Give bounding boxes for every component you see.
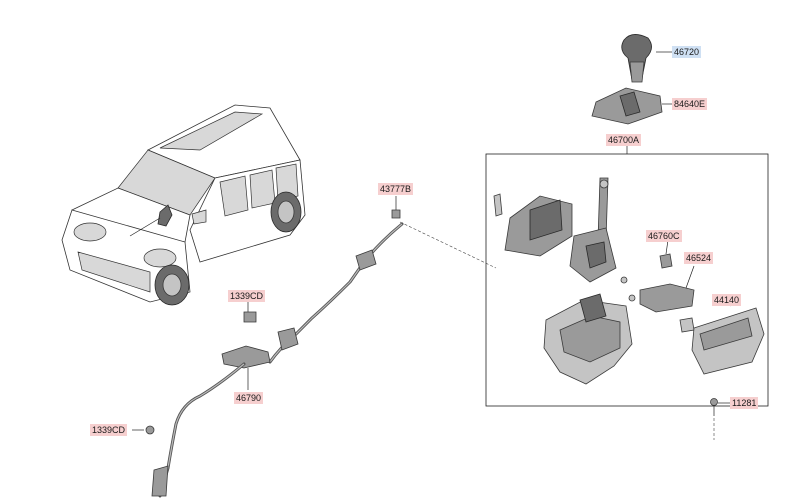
callout-46790[interactable]: 46790 <box>234 392 264 404</box>
shift-boot-part <box>591 87 672 125</box>
bolt-11281 <box>710 398 730 440</box>
shift-cable <box>151 222 404 498</box>
callout-46700A[interactable]: 46700A <box>606 134 642 146</box>
shift-knob-part <box>621 34 672 83</box>
callout-44140[interactable]: 44140 <box>712 294 742 306</box>
callout-46524[interactable]: 46524 <box>684 252 714 264</box>
callout-84640E[interactable]: 84640E <box>672 98 708 110</box>
detent-parts <box>620 239 695 333</box>
callout-43777B[interactable]: 43777B <box>378 183 414 195</box>
clip-1339CD-upper <box>243 302 257 323</box>
clip-43777B <box>391 196 497 269</box>
callout-46760C[interactable]: 46760C <box>646 230 682 242</box>
clip-1339CD-lower <box>132 425 155 435</box>
indicator-part <box>691 299 765 375</box>
callout-46720[interactable]: 46720 <box>672 46 702 58</box>
callout-1339CD-upper[interactable]: 1339CD <box>228 290 266 302</box>
callout-11281[interactable]: 11281 <box>730 397 759 409</box>
vehicle-illustration <box>61 104 306 306</box>
base-housing <box>543 293 633 385</box>
assembly-box <box>485 153 769 407</box>
callout-1339CD-lower[interactable]: 1339CD <box>90 424 128 436</box>
shift-lever-assembly <box>493 177 617 283</box>
